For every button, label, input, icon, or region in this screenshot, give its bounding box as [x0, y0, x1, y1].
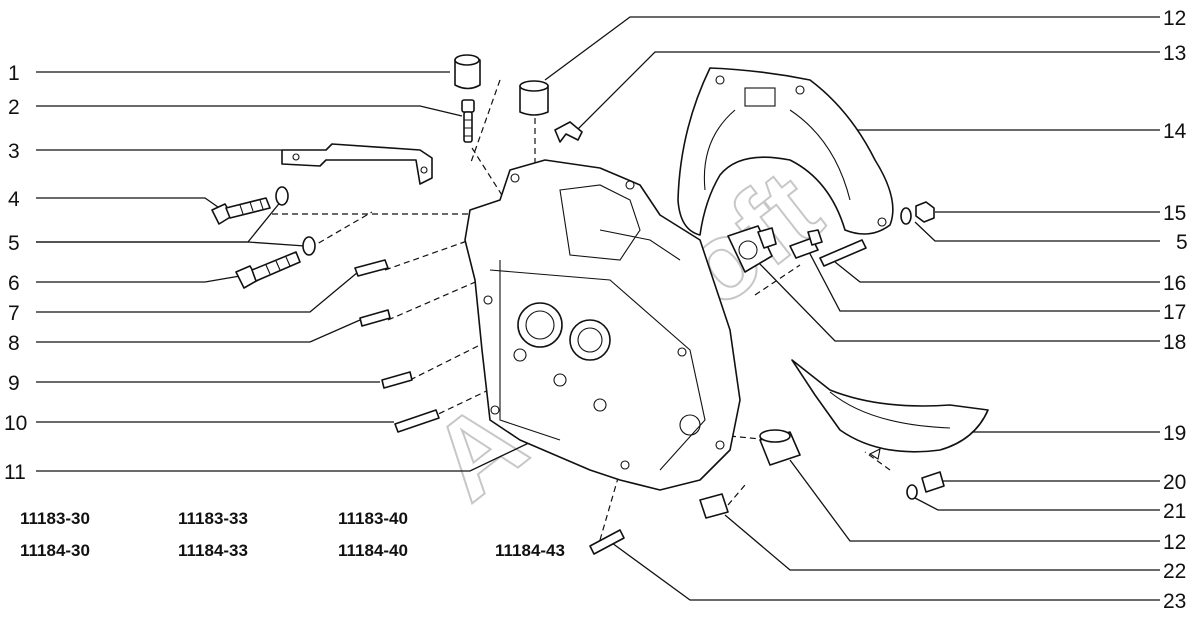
callout-9: 9: [8, 372, 20, 395]
callout-8: 8: [8, 332, 20, 355]
callout-16: 16: [1163, 272, 1186, 295]
model-codes: 11183-30 11183-33 11183-40 11184-30 1118…: [20, 509, 565, 560]
model-code: 11183-30: [20, 509, 90, 528]
part-bolt-20: [921, 471, 945, 493]
part-sleeve-bottom: [759, 429, 801, 466]
part-bolt-lower: [235, 251, 301, 289]
leader-lines-left: [36, 71, 536, 472]
callout-5-right: 5: [1176, 231, 1188, 254]
callout-2: 2: [8, 96, 20, 119]
model-code: 11184-43: [495, 541, 565, 560]
part-bolt-17: [789, 229, 823, 259]
callout-22: 22: [1163, 560, 1186, 583]
part-bushing: [699, 493, 729, 519]
callout-11: 11: [4, 461, 26, 484]
part-stud-10: [394, 409, 440, 433]
callout-6: 6: [8, 272, 20, 295]
callout-19: 19: [1163, 422, 1186, 445]
callout-17: 17: [1163, 301, 1186, 324]
model-code: 11183-40: [338, 509, 408, 528]
leader-lines-right: [544, 16, 1160, 601]
callout-3: 3: [8, 140, 20, 163]
callout-12-top: 12: [1163, 7, 1186, 30]
callout-14: 14: [1163, 120, 1187, 143]
callout-7: 7: [8, 302, 20, 325]
part-nut: [915, 201, 935, 223]
callout-21: 21: [1163, 500, 1186, 523]
model-code: 11183-33: [178, 509, 248, 528]
part-stud-16: [819, 239, 867, 267]
model-code: 11184-40: [338, 541, 408, 560]
part-breather: [461, 99, 475, 143]
part-bracket: [281, 143, 433, 185]
part-stud-23: [589, 529, 625, 555]
callout-13: 13: [1163, 42, 1186, 65]
part-stud-9: [381, 371, 413, 389]
part-stud-8: [359, 309, 391, 327]
part-washer-21: [906, 484, 918, 500]
callout-5: 5: [8, 232, 20, 255]
part-sleeve-top: [519, 80, 549, 116]
callout-20: 20: [1163, 471, 1186, 494]
callout-18: 18: [1163, 331, 1186, 354]
callout-15: 15: [1163, 202, 1186, 225]
callout-23: 23: [1163, 590, 1186, 613]
part-clip: [554, 121, 583, 143]
part-gearbox-housing: [464, 159, 741, 491]
part-cover-plate: [677, 67, 894, 236]
part-seal-flange: [727, 225, 777, 273]
part-cap: [454, 54, 481, 90]
part-lower-cover: [791, 359, 989, 453]
callouts-right: 12 13 14 15 5 16 17 18 19 20 21 12 22 23: [1163, 7, 1188, 613]
part-stud-7: [354, 259, 389, 277]
model-code: 11184-33: [178, 541, 248, 560]
callout-1: 1: [8, 62, 20, 85]
callout-12-bottom: 12: [1163, 531, 1186, 554]
part-bolt-upper: [211, 197, 271, 225]
callout-4: 4: [8, 188, 20, 211]
callout-10: 10: [4, 412, 27, 435]
part-washer-right: [900, 207, 912, 225]
callouts-left: 1 2 3 4 5 6 7 8 9 10 11: [4, 62, 27, 484]
part-washer-upper: [275, 186, 289, 206]
model-code: 11184-30: [20, 541, 90, 560]
part-washer-lower: [302, 236, 316, 256]
